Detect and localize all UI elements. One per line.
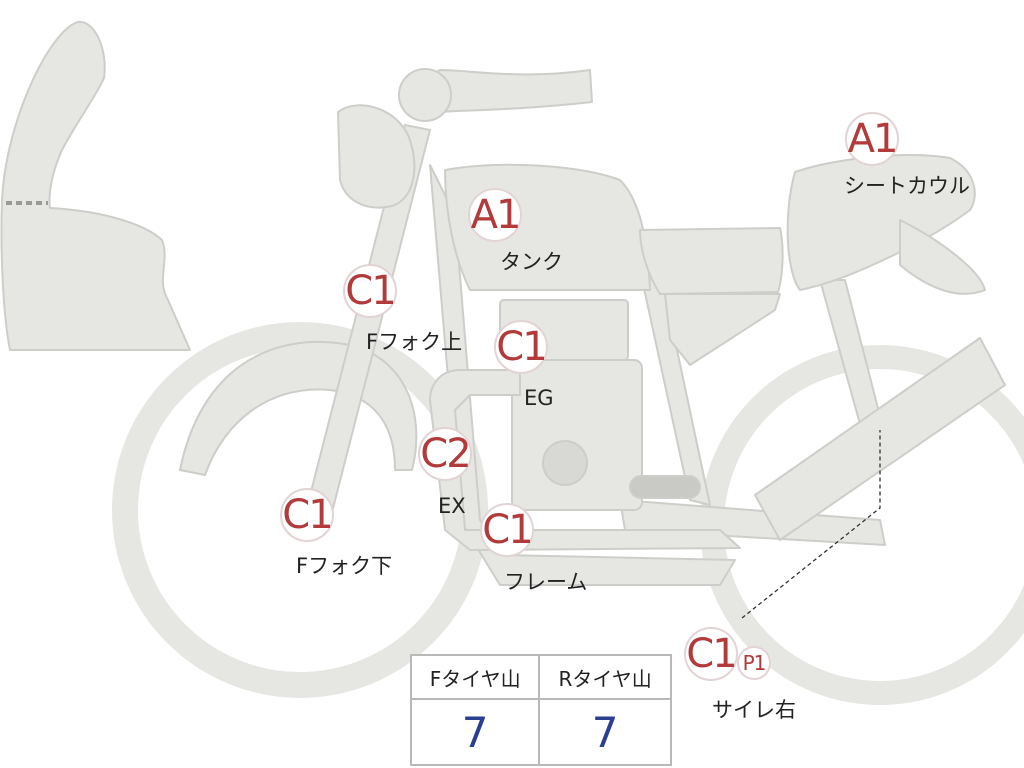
headlight	[337, 104, 416, 209]
muffler-right-label: サイレ右	[712, 698, 796, 722]
side-cover	[664, 293, 781, 366]
engine-label: EG	[524, 386, 554, 410]
rear-tire-header: Rタイヤ山	[538, 654, 672, 700]
engine-grade: C1	[494, 320, 548, 374]
tire-tread-table: Fタイヤ山 Rタイヤ山 7 7	[409, 654, 672, 766]
tank-label: タンク	[500, 250, 563, 274]
frame-label: フレーム	[504, 570, 588, 594]
rear-tire-value: 7	[538, 698, 672, 766]
exhaust-label: EX	[438, 494, 466, 518]
fork-upper-grade: C1	[343, 264, 397, 318]
handlebar-mount	[398, 68, 452, 122]
muffler-leader-line	[741, 430, 881, 619]
front-tire-value: 7	[409, 698, 541, 766]
exhaust-grade: C2	[418, 427, 472, 481]
muffler-right-grade: C1	[684, 627, 738, 681]
footpeg	[629, 475, 701, 499]
front-tire-header: Fタイヤ山	[409, 654, 541, 700]
fork-lower-grade: C1	[280, 488, 334, 542]
muffler-right-extra-grade: P1	[737, 646, 771, 680]
fork-lower-label: Fフォク下	[296, 554, 393, 578]
tank-grade: A1	[468, 188, 522, 242]
tail-fender	[899, 219, 986, 295]
frame-grade: C1	[480, 503, 534, 557]
front-fairing-part	[0, 20, 191, 351]
seat	[639, 227, 784, 295]
exhaust-pipe	[429, 369, 741, 551]
engine-block	[511, 359, 643, 511]
fork-upper-label: Fフォク上	[366, 330, 463, 354]
seat-cowl-label: シートカウル	[844, 174, 970, 198]
engine-cover	[542, 440, 588, 486]
seat-cowl-grade: A1	[845, 112, 899, 166]
